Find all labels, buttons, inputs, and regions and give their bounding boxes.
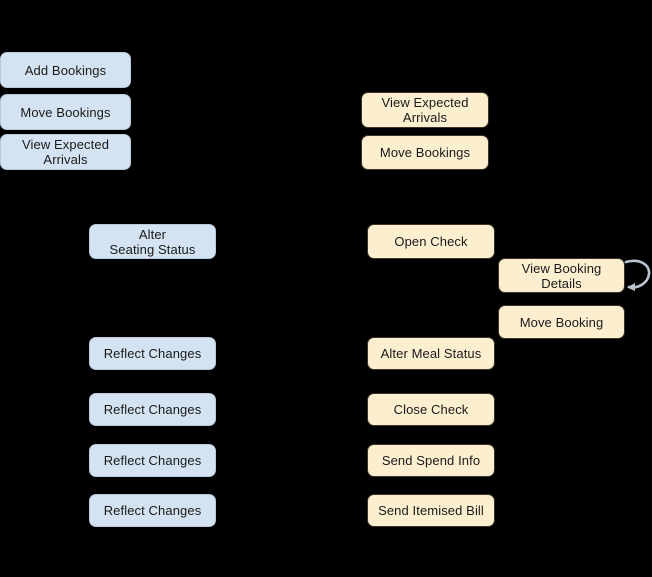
node-close-check[interactable]: Close Check bbox=[367, 393, 495, 426]
node-label: Move Booking bbox=[519, 314, 604, 330]
node-label: Close Check bbox=[393, 402, 469, 417]
node-send-spend-info[interactable]: Send Spend Info bbox=[367, 444, 495, 477]
node-view-expected-arrivals-right[interactable]: View Expected Arrivals bbox=[361, 92, 489, 128]
node-label: View Expected Arrivals bbox=[21, 137, 110, 167]
node-alter-meal-status[interactable]: Alter Meal Status bbox=[367, 337, 495, 370]
node-view-booking-details[interactable]: View Booking Details bbox=[498, 258, 625, 293]
node-label: Send Spend Info bbox=[381, 453, 481, 468]
node-move-bookings-right[interactable]: Move Bookings bbox=[361, 135, 489, 170]
node-label: Alter Seating Status bbox=[109, 226, 196, 257]
node-label: Reflect Changes bbox=[103, 503, 202, 518]
node-view-expected-arrivals-left[interactable]: View Expected Arrivals bbox=[0, 134, 131, 170]
node-open-check[interactable]: Open Check bbox=[367, 224, 495, 259]
node-label: Add Bookings bbox=[24, 62, 107, 78]
node-reflect-changes-1[interactable]: Reflect Changes bbox=[89, 337, 216, 370]
node-add-bookings[interactable]: Add Bookings bbox=[0, 52, 131, 88]
node-label: View Booking Details bbox=[521, 260, 602, 291]
node-move-bookings-left[interactable]: Move Bookings bbox=[0, 94, 131, 130]
node-label: Open Check bbox=[394, 234, 468, 249]
node-label: Reflect Changes bbox=[103, 346, 202, 361]
self-loop-arrow-icon bbox=[624, 253, 652, 297]
node-label: Reflect Changes bbox=[103, 402, 202, 417]
node-reflect-changes-2[interactable]: Reflect Changes bbox=[89, 393, 216, 426]
node-alter-seating-status[interactable]: Alter Seating Status bbox=[89, 224, 216, 259]
node-move-booking[interactable]: Move Booking bbox=[498, 305, 625, 339]
node-reflect-changes-3[interactable]: Reflect Changes bbox=[89, 444, 216, 477]
node-reflect-changes-4[interactable]: Reflect Changes bbox=[89, 494, 216, 527]
node-label: Move Bookings bbox=[379, 145, 471, 160]
node-label: Move Bookings bbox=[20, 104, 111, 120]
node-label: Alter Meal Status bbox=[380, 346, 482, 361]
node-label: Reflect Changes bbox=[103, 453, 202, 468]
node-label: Send Itemised Bill bbox=[378, 503, 484, 518]
node-label: View Expected Arrivals bbox=[381, 95, 469, 125]
node-send-itemised-bill[interactable]: Send Itemised Bill bbox=[367, 494, 495, 527]
